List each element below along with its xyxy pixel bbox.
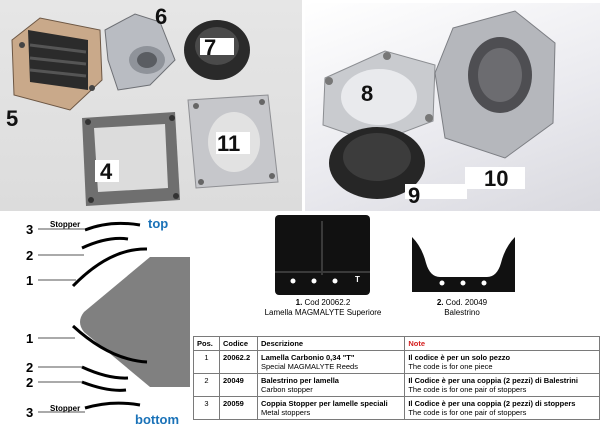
parts-photo-right-drawing xyxy=(322,10,556,199)
photo-label-7: 7 xyxy=(204,35,217,60)
row-note-en: The code is for one pair of stoppers xyxy=(408,385,527,394)
diagram-stopper-bottom-label: Stopper xyxy=(50,404,81,413)
row-code: 20049 xyxy=(219,373,258,397)
flange-plate-image xyxy=(322,50,436,144)
row-pos: 3 xyxy=(193,396,220,420)
row-note: Il codice è per un solo pezzo The code i… xyxy=(404,350,600,374)
row-desc-it: Coppia Stopper per lamelle speciali xyxy=(261,399,388,408)
bottom-reed-1-shape xyxy=(71,324,148,364)
row-code: 20059 xyxy=(219,396,258,420)
row-desc-it: Lamella Carbonio 0,34 "T" xyxy=(261,353,355,362)
row-pos: 2 xyxy=(193,373,220,397)
photo-label-10: 10 xyxy=(484,166,509,191)
bottom-stopper-2-shape xyxy=(81,365,129,380)
diagram-bottom-label: bottom xyxy=(135,412,180,427)
header-pos: Pos. xyxy=(193,336,220,351)
header-note: Note xyxy=(404,336,600,351)
gasket-image xyxy=(82,112,180,206)
photo-label-6: 6 xyxy=(155,4,168,29)
row-desc: Lamella Carbonio 0,34 "T" Special MAGMAL… xyxy=(256,350,406,374)
parts-photo-left-drawing xyxy=(11,13,279,206)
spacer-plate-image xyxy=(187,94,279,189)
bottom-stopper-3-shape xyxy=(84,401,141,410)
diagram-num-1-top: 1 xyxy=(26,273,34,288)
diagram-num-3-bottom: 3 xyxy=(26,405,34,420)
stopper-caption-desc: Balestrino xyxy=(444,308,480,317)
reed-mark-t: T xyxy=(355,275,360,284)
row-note: Il Codice è per una coppia (2 pezzi) di … xyxy=(404,396,600,420)
row-pos: 1 xyxy=(193,350,220,374)
header-desc: Descrizione xyxy=(256,336,406,351)
reed-wedge-shape xyxy=(80,257,190,387)
header-code: Codice xyxy=(219,336,258,351)
diagram-stopper-top-label: Stopper xyxy=(50,220,81,229)
intake-boot-image xyxy=(329,127,467,199)
row-desc-en: Carbon stopper xyxy=(261,385,313,394)
stopper-caption: 2. Cod. 20049 Balestrino xyxy=(412,298,512,318)
parts-table-header-row: Pos. Codice Descrizione Note xyxy=(193,336,600,351)
photo-label-4: 4 xyxy=(100,159,113,184)
top-stopper-2-shape xyxy=(81,236,129,250)
diagram-num-2-bottom: 2 xyxy=(26,360,34,375)
diagram-top-label: top xyxy=(148,216,169,231)
row-note-en: The code is for one pair of stoppers xyxy=(408,408,527,417)
table-row: 2 20049 Balestrino per lamella Carbon st… xyxy=(193,373,600,397)
photo-label-8: 8 xyxy=(361,81,374,106)
carbon-stopper-image xyxy=(412,237,515,292)
reed-caption-num: 1. xyxy=(295,298,303,307)
reed-caption-code: Cod 20062.2 xyxy=(304,298,351,307)
row-desc: Balestrino per lamella Carbon stopper xyxy=(256,373,406,397)
diagram-num-2b-bottom: 2 xyxy=(26,375,34,390)
reed-stack-drawing xyxy=(38,221,190,413)
row-desc-it: Balestrino per lamella xyxy=(261,376,339,385)
row-desc-en: Special MAGMALYTE Reeds xyxy=(261,362,358,371)
intake-assembly-image xyxy=(434,10,556,159)
photo-label-11: 11 xyxy=(217,131,241,156)
reed-caption-desc: Lamella MAGMALYTE Superiore xyxy=(264,308,382,317)
photo-label-9: 9 xyxy=(408,183,421,208)
reed-petal-drawing xyxy=(275,221,370,284)
row-code: 20062.2 xyxy=(219,350,258,374)
parts-photo-left: 5 6 7 4 11 xyxy=(0,0,302,211)
row-note-it: Il Codice è per una coppia (2 pezzi) di … xyxy=(408,399,576,408)
row-note-it: Il codice è per un solo pezzo xyxy=(408,353,511,362)
reed-stack-diagram: 3 Stopper top 2 1 1 2 2 3 Stopper bottom xyxy=(0,212,190,431)
row-note: Il Codice è per una coppia (2 pezzi) di … xyxy=(404,373,600,397)
diagram-num-1-bottom: 1 xyxy=(26,331,34,346)
stopper-caption-num: 2. xyxy=(436,298,444,307)
row-note-it: Il Codice è per una coppia (2 pezzi) di … xyxy=(408,376,578,385)
diagram-num-3-top: 3 xyxy=(26,222,34,237)
top-reed-1-shape xyxy=(71,247,148,288)
stopper-caption-code: Cod. 20049 xyxy=(445,298,488,307)
reed-caption: 1. Cod 20062.2 Lamella MAGMALYTE Superio… xyxy=(258,298,388,318)
top-stopper-3-shape xyxy=(84,221,141,232)
parts-photo-right: 8 9 10 xyxy=(305,3,600,211)
rubber-boot-image xyxy=(184,20,250,80)
photo-label-5: 5 xyxy=(6,106,19,131)
table-row: 1 20062.2 Lamella Carbonio 0,34 "T" Spec… xyxy=(193,350,600,374)
row-desc-en: Metal stoppers xyxy=(261,408,311,417)
row-note-en: The code is for one piece xyxy=(408,362,493,371)
parts-table: Pos. Codice Descrizione Note 1 20062.2 L… xyxy=(193,336,600,420)
table-row: 3 20059 Coppia Stopper per lamelle speci… xyxy=(193,396,600,420)
diagram-num-2-top: 2 xyxy=(26,248,34,263)
reed-valve-block-image xyxy=(11,17,103,111)
row-desc: Coppia Stopper per lamelle speciali Meta… xyxy=(256,396,406,420)
manifold-adapter-image xyxy=(104,13,176,91)
bottom-stopper-2b-shape xyxy=(81,380,127,392)
reed-petal-image: T xyxy=(275,215,370,295)
